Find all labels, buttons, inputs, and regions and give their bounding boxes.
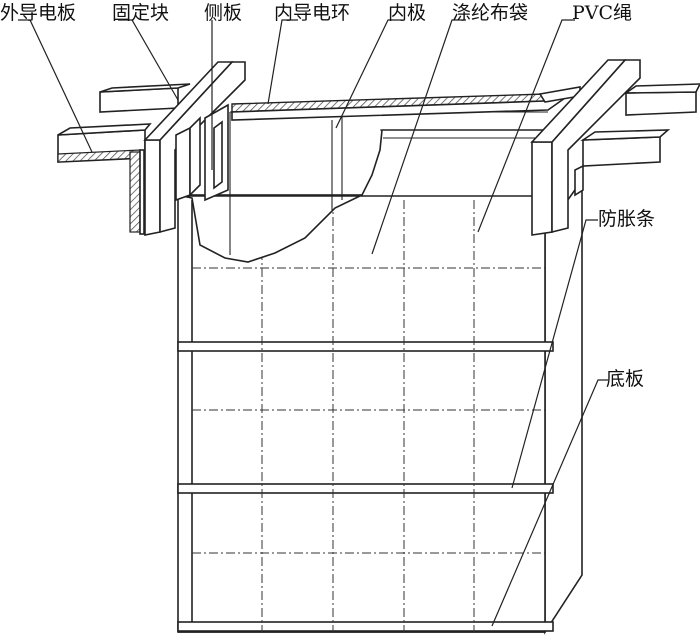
anti-bulge-bars — [177, 341, 554, 632]
label-pvc-rope: PVC绳 — [572, 2, 633, 24]
label-inner-pole: 内极 — [388, 2, 427, 24]
outer-conductive-plate — [57, 83, 191, 235]
bag-grid — [192, 200, 545, 632]
side-plate — [175, 103, 229, 202]
label-fixing-block: 固定块 — [112, 2, 170, 24]
right-arm-plates — [574, 83, 700, 197]
label-polyester-bag: 涤纶布袋 — [452, 2, 529, 24]
label-outer-conductive-plate: 外导电板 — [0, 2, 77, 24]
label-side-plate: 侧板 — [204, 2, 243, 24]
label-anti-bulge-bar: 防胀条 — [598, 208, 656, 230]
label-inner-conductive-ring: 内导电环 — [274, 2, 351, 24]
label-bottom-plate: 底板 — [606, 368, 645, 390]
fixing-block-right — [530, 59, 641, 236]
inner-conductive-ring — [231, 86, 581, 121]
leader-lines — [18, 19, 608, 627]
